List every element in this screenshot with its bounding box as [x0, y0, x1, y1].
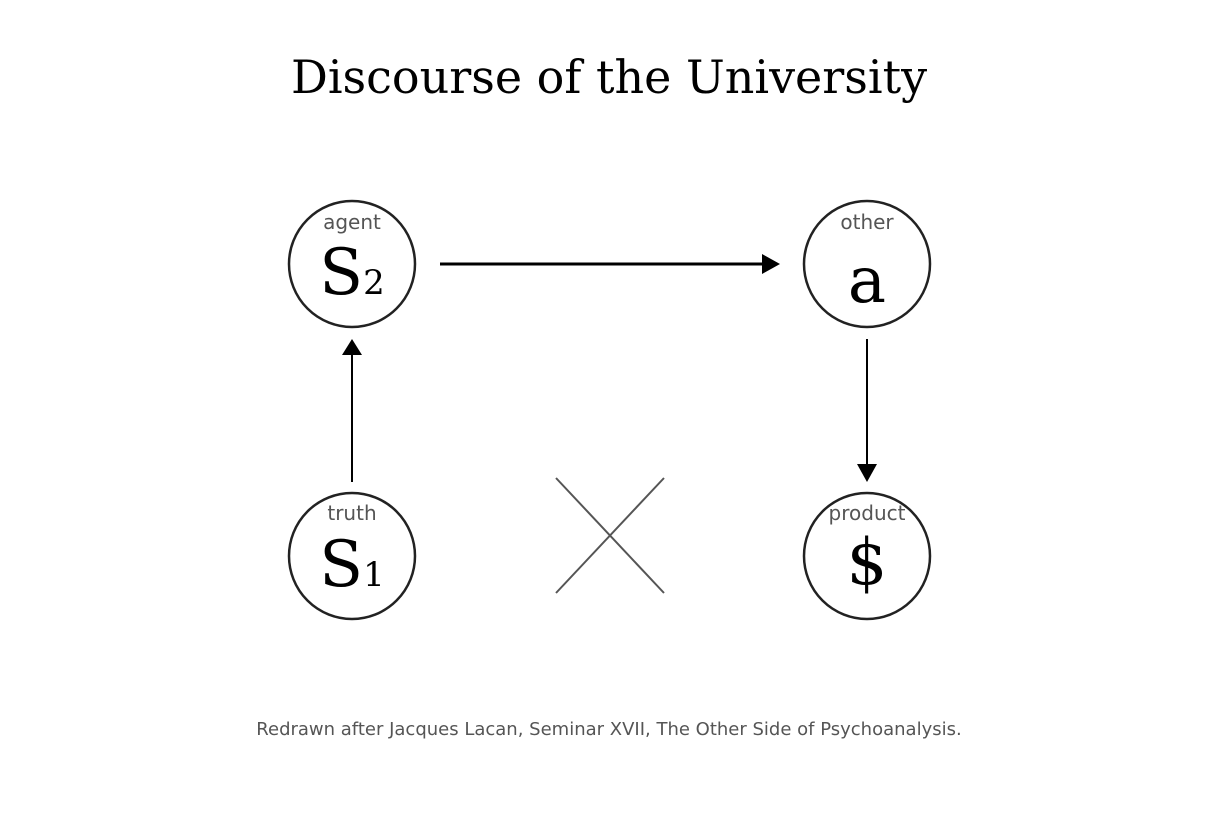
node-other-symbol: a — [848, 244, 886, 318]
node-product: product $ — [802, 491, 932, 621]
diagram-caption: Redrawn after Jacques Lacan, Seminar XVI… — [256, 719, 961, 740]
arrow-agent-to-other — [440, 254, 780, 274]
node-truth-symbol: S1 — [319, 528, 384, 602]
node-truth-circle — [287, 491, 417, 621]
node-agent-role: agent — [323, 210, 381, 234]
arrow-other-to-product — [857, 339, 877, 482]
node-product-role: product — [829, 501, 906, 525]
node-product-symbol: $ — [847, 526, 888, 600]
node-agent-circle — [287, 199, 417, 329]
node-agent: agent S2 — [287, 199, 417, 329]
node-truth-role: truth — [327, 501, 376, 525]
diagram-title: Discourse of the University — [291, 50, 927, 104]
barrier-cross — [555, 477, 665, 594]
node-other-circle — [802, 199, 932, 329]
node-agent-symbol: S2 — [319, 236, 384, 310]
node-product-circle — [802, 491, 932, 621]
node-truth: truth S1 — [287, 491, 417, 621]
node-other-role: other — [840, 210, 894, 234]
arrow-truth-to-agent — [342, 339, 362, 482]
node-other: other a — [802, 199, 932, 329]
